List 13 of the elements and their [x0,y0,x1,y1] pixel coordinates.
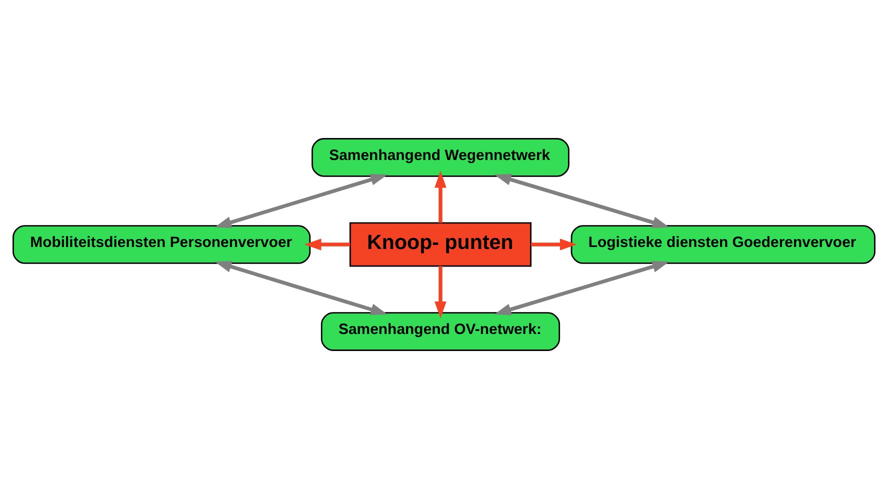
node-box: Logistieke diensten Goederenvervoer [570,225,876,264]
node-box: Mobiliteitsdiensten Personenvervoer [12,225,311,264]
arrow [531,238,577,250]
node-box: Knoop- punten [349,222,532,267]
node-box: Samenhangend Wegennetwerk [312,138,570,177]
arrow [434,170,446,223]
arrow [494,260,670,316]
arrow [304,238,350,250]
arrow [214,174,388,228]
arrow [434,266,446,318]
node-box: Samenhangend OV-netwerk: [320,312,560,351]
arrow [494,174,670,228]
arrow [214,260,388,316]
